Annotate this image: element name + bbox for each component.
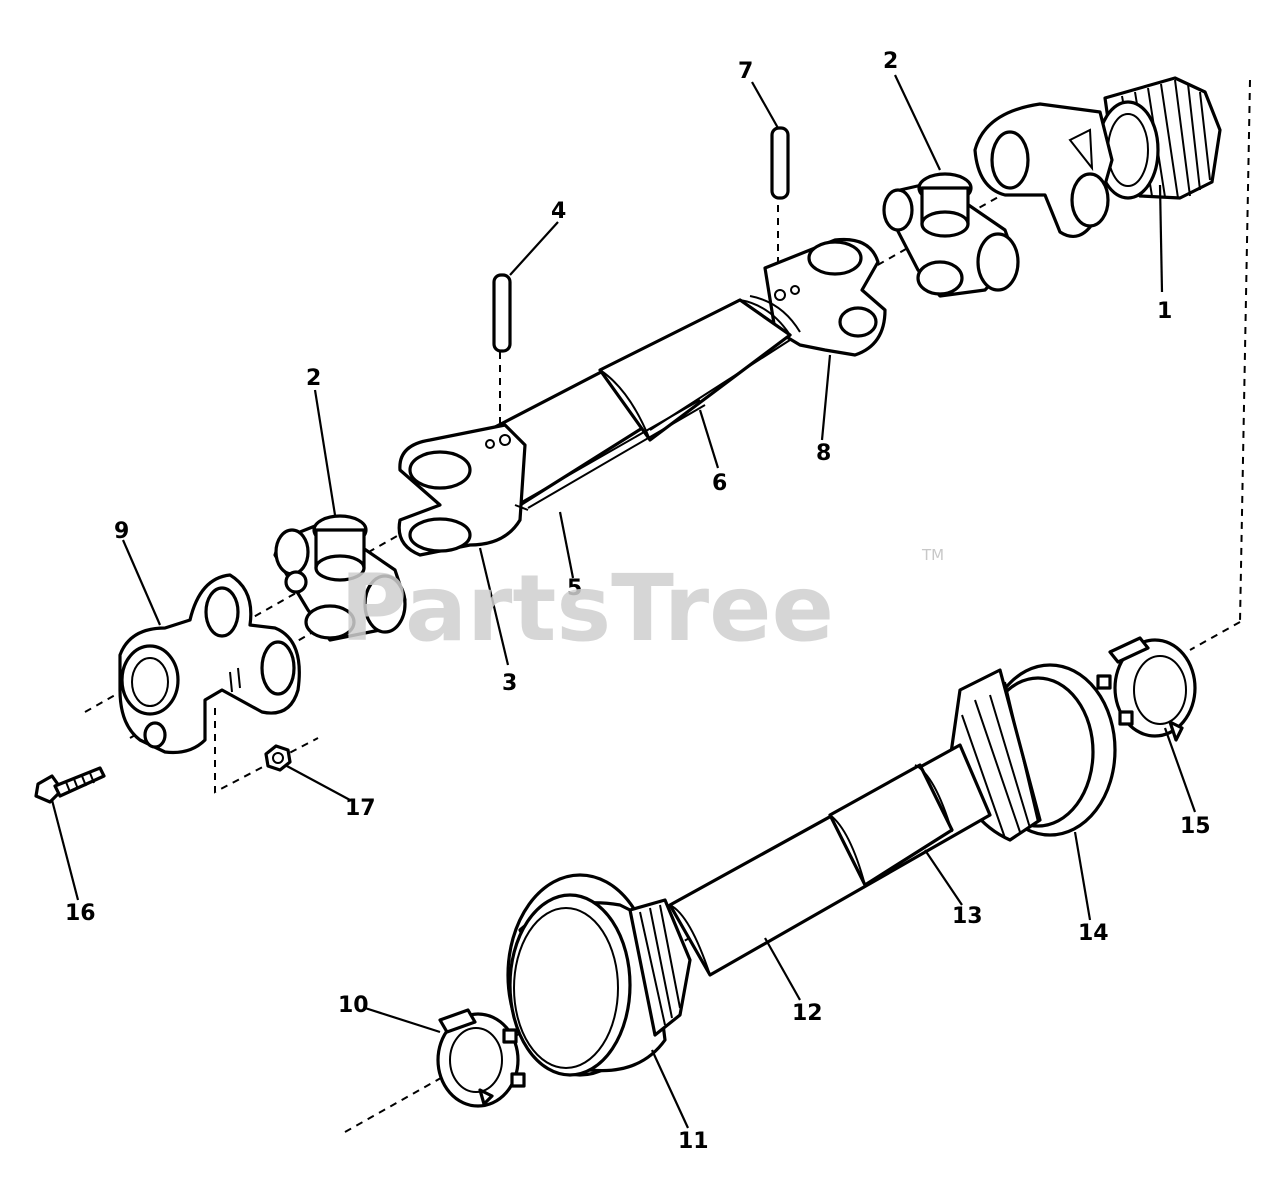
watermark-trademark: TM bbox=[921, 546, 944, 564]
callout-17: 17 bbox=[345, 796, 376, 821]
outer-telescoping-tube bbox=[668, 743, 992, 977]
callout-labels: 1 2 2 3 4 5 6 7 8 9 10 11 12 13 14 15 16… bbox=[65, 49, 1211, 1154]
callout-2-upper: 2 bbox=[883, 49, 898, 74]
bearing-clip-right bbox=[1096, 636, 1197, 742]
callout-9: 9 bbox=[114, 519, 129, 544]
inner-shaft-left-yoke bbox=[397, 423, 529, 557]
bolt bbox=[34, 766, 106, 804]
outer-shield-cone-left bbox=[506, 873, 692, 1077]
callout-13: 13 bbox=[952, 904, 983, 929]
callout-1: 1 bbox=[1157, 299, 1172, 324]
leader-lines bbox=[50, 74, 1197, 1129]
pin-middle bbox=[492, 273, 512, 353]
callout-8: 8 bbox=[816, 441, 831, 466]
callout-14: 14 bbox=[1078, 921, 1109, 946]
universal-cross-lower bbox=[273, 514, 407, 642]
left-yoke bbox=[118, 573, 301, 755]
watermark: PartsTree TM bbox=[340, 546, 944, 662]
yoke-splined-hub bbox=[973, 76, 1222, 239]
callout-10: 10 bbox=[338, 993, 369, 1018]
universal-cross-upper bbox=[882, 172, 1020, 298]
callout-15: 15 bbox=[1180, 814, 1211, 839]
callout-12: 12 bbox=[792, 1001, 823, 1026]
pin-upper bbox=[770, 126, 790, 200]
hex-nut bbox=[264, 744, 292, 772]
bearing-clip-left bbox=[436, 1008, 526, 1108]
callout-3: 3 bbox=[502, 671, 517, 696]
inner-telescoping-shaft bbox=[468, 295, 801, 509]
callout-16: 16 bbox=[65, 901, 96, 926]
callout-2-lower: 2 bbox=[306, 366, 321, 391]
callout-11: 11 bbox=[678, 1129, 709, 1154]
watermark-text: PartsTree bbox=[340, 555, 834, 662]
callout-7: 7 bbox=[738, 59, 753, 84]
callout-4: 4 bbox=[551, 199, 566, 224]
callout-6: 6 bbox=[712, 471, 727, 496]
callout-5: 5 bbox=[567, 576, 582, 601]
